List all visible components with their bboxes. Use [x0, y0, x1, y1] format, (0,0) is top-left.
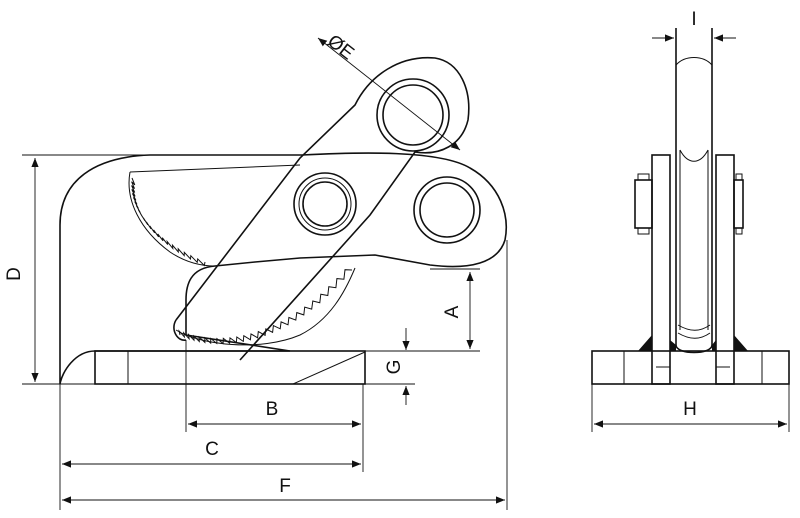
- label-e: ØE: [323, 31, 358, 64]
- pin-right: [413, 176, 481, 244]
- weld-right: [734, 335, 748, 351]
- label-h: H: [683, 399, 697, 420]
- side-plates: [651, 154, 735, 385]
- dim-b: B: [185, 340, 364, 432]
- pin-middle: [293, 172, 357, 236]
- label-c: C: [205, 439, 219, 460]
- pin-upper: [376, 78, 450, 152]
- front-view: H I: [591, 9, 790, 432]
- serrations: [131, 177, 353, 345]
- dim-a: A: [365, 268, 480, 352]
- upper-jaw-inner: [128, 171, 216, 267]
- cam-teeth: [178, 269, 353, 345]
- dim-c: C: [62, 432, 364, 472]
- label-g: G: [384, 360, 405, 375]
- upper-jaw-serration: [129, 164, 301, 173]
- weld-left: [638, 335, 652, 351]
- center-lever: [675, 28, 713, 354]
- dim-h: H: [591, 384, 790, 432]
- dim-i: I: [652, 9, 736, 44]
- label-a: A: [442, 305, 463, 318]
- upper-jaw-teeth: [131, 177, 206, 267]
- dim-g: G: [365, 328, 415, 405]
- label-f: F: [279, 476, 291, 497]
- side-view: ØE D A G B: [4, 31, 508, 510]
- dim-f: F: [59, 240, 508, 510]
- bolts: [634, 173, 744, 235]
- dim-d: D: [4, 154, 150, 385]
- label-i: I: [691, 9, 696, 30]
- front-base-plate: [591, 350, 790, 385]
- label-d: D: [4, 267, 25, 281]
- base-plate: [94, 350, 366, 385]
- label-b: B: [266, 399, 279, 420]
